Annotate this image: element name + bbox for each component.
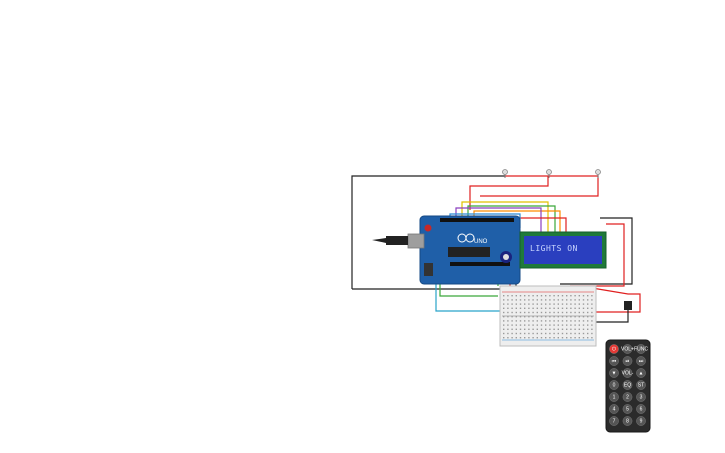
remote-button[interactable]: 2 xyxy=(622,392,633,402)
led-3[interactable] xyxy=(595,169,601,175)
led-1[interactable] xyxy=(502,169,508,175)
remote-button-label: FUNC xyxy=(634,347,648,353)
arduino-logo: UNO xyxy=(474,239,488,245)
remote-button[interactable]: 4 xyxy=(609,404,619,414)
remote-button[interactable]: 1 xyxy=(609,392,619,402)
potentiometer[interactable] xyxy=(500,251,512,263)
arduino-board[interactable]: UNO xyxy=(407,215,521,285)
usb-cable[interactable] xyxy=(372,236,408,245)
remote-button-label: ▲ xyxy=(639,371,644,377)
remote-button[interactable]: ⏻ xyxy=(609,344,619,354)
remote-button-label: 9 xyxy=(640,419,643,425)
lcd-display[interactable]: LIGHTS ON xyxy=(519,231,607,269)
remote-button-label: EQ xyxy=(624,383,631,389)
remote-button-label: 1 xyxy=(613,395,616,401)
remote-button[interactable]: ▲ xyxy=(636,368,646,378)
remote-button[interactable]: ⏮ xyxy=(609,356,619,366)
remote-button-label: 3 xyxy=(640,395,643,401)
remote-button[interactable]: ST xyxy=(636,380,646,390)
remote-button-label: 8 xyxy=(626,419,629,425)
breadboard[interactable] xyxy=(499,285,597,347)
remote-button[interactable]: 6 xyxy=(636,404,646,414)
led-2[interactable] xyxy=(546,169,552,175)
remote-buttons: ⏻ VOL+FUNC ⏮ ⏯ ⏭ ▼ VOL- ▲ 0 EQ ST 1 2 3 4 5 6 7 8 9 xyxy=(609,344,648,426)
remote-button-label: ▼ xyxy=(612,371,617,377)
remote-button[interactable]: 0 xyxy=(609,380,619,390)
breadboard-holes xyxy=(503,295,593,339)
lcd-text: LIGHTS ON xyxy=(530,244,578,253)
remote-button-label: 4 xyxy=(613,407,616,413)
remote-button[interactable]: ⏭ xyxy=(636,356,646,366)
remote-button[interactable]: 3 xyxy=(636,392,646,402)
remote-button-label: ⏯ xyxy=(625,359,629,365)
remote-button-label: ⏮ xyxy=(612,359,617,365)
remote-button-label: ⏭ xyxy=(639,359,644,365)
remote-button[interactable]: 5 xyxy=(622,404,633,414)
remote-button-label: ⏻ xyxy=(612,347,616,353)
remote-button-label: 5 xyxy=(626,407,629,413)
remote-button[interactable]: EQ xyxy=(622,380,633,390)
remote-button[interactable]: ⏯ xyxy=(622,356,633,366)
remote-button-label: VOL- xyxy=(622,371,634,377)
remote-button-label: 6 xyxy=(640,407,643,413)
remote-button[interactable]: FUNC xyxy=(634,344,648,354)
remote-button[interactable]: 8 xyxy=(622,416,633,426)
remote-button[interactable]: VOL+ xyxy=(621,344,634,354)
remote-button-label: VOL+ xyxy=(621,347,634,353)
remote-button[interactable]: 7 xyxy=(609,416,619,426)
ir-remote[interactable]: ⏻ VOL+FUNC ⏮ ⏯ ⏭ ▼ VOL- ▲ 0 EQ ST 1 2 3 4 5 6 7 8 9 xyxy=(605,339,651,433)
remote-button[interactable]: 9 xyxy=(636,416,646,426)
remote-button-label: 0 xyxy=(613,383,616,389)
remote-button-label: 7 xyxy=(613,419,616,425)
remote-button-label: 2 xyxy=(626,395,629,401)
remote-button[interactable]: VOL- xyxy=(622,368,634,378)
remote-button-label: ST xyxy=(638,383,644,389)
remote-button[interactable]: ▼ xyxy=(609,368,619,378)
ir-receiver[interactable] xyxy=(624,301,632,310)
